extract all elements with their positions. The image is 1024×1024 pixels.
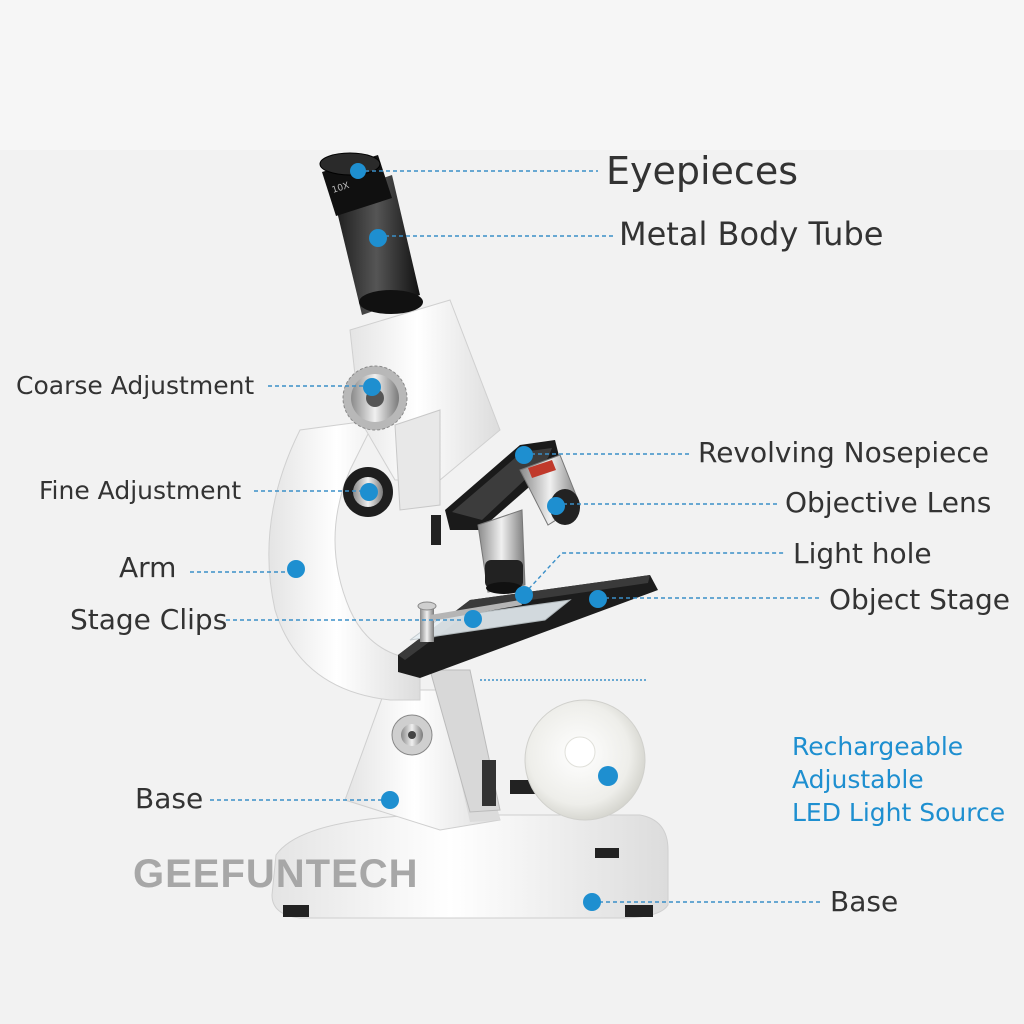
label-led-light-source: Rechargeable Adjustable LED Light Source [792,730,1005,829]
marker-fine [360,483,378,501]
stage-knob [391,714,433,756]
marker-base-right [583,893,601,911]
led-line-3: LED Light Source [792,798,1006,827]
marker-objective [547,497,565,515]
marker-arm [287,560,305,578]
leader-light-hole [523,552,784,595]
marker-led [598,766,618,786]
markers [287,163,618,911]
background-band [0,0,1024,150]
label-fine-adjustment: Fine Adjustment [39,476,242,505]
objective-lenses [477,454,581,594]
marker-nosepiece [515,446,533,464]
coarse-knob [342,365,408,431]
label-coarse-adjustment: Coarse Adjustment [16,371,255,400]
focus-pin [431,515,441,545]
led-line-2: Adjustable [792,765,924,794]
leader-lines [190,170,822,903]
marker-coarse [363,378,381,396]
stage-clip-shape [417,600,522,642]
marker-object-stage [589,590,607,608]
label-light-hole: Light hole [793,537,932,570]
marker-body-tube [369,229,387,247]
marker-stage-clips [464,610,482,628]
label-objective-lens: Objective Lens [785,486,992,519]
stage-support [429,669,501,813]
label-stage-clips: Stage Clips [70,603,228,636]
arm-body [268,419,421,701]
marker-eyepieces [350,163,366,179]
label-revolving-nosepiece: Revolving Nosepiece [698,436,989,469]
label-arm: Arm [119,551,177,584]
label-eyepieces: Eyepieces [606,149,799,193]
marker-light-hole [515,586,533,604]
led-line-1: Rechargeable [792,732,964,761]
label-body-tube: Metal Body Tube [619,215,884,253]
brand-watermark: GEEFUNTECH [133,852,419,896]
label-object-stage: Object Stage [829,583,1011,616]
nosepiece-shape [445,440,560,530]
led-lamp-shape [510,699,646,821]
label-base-right: Base [830,885,899,918]
label-base-left: Base [135,782,204,815]
marker-base-left [381,791,399,809]
base-plate [271,814,669,919]
